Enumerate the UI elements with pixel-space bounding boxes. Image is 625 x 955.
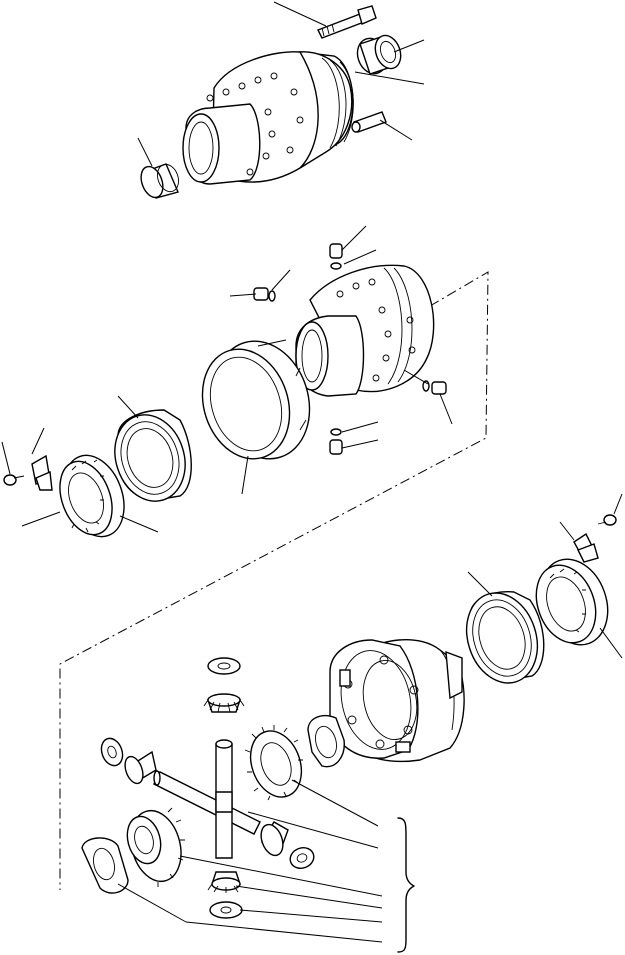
thrust-washer-left [100, 737, 124, 767]
bolt-part [317, 5, 377, 39]
spider-cross-part [153, 739, 261, 859]
adjusting-nut-right-part [535, 558, 609, 646]
differential-case-part [329, 639, 465, 763]
pinion-gear-left [124, 750, 157, 785]
thrust-washer-case-side [307, 714, 345, 768]
pinion-gear-bottom [207, 871, 241, 893]
lock-plate-part [31, 454, 53, 491]
grouping-bracket [397, 817, 415, 953]
grease-fitting-left [253, 287, 276, 302]
thrust-washer-top [207, 657, 241, 675]
side-gear-lower [126, 807, 185, 887]
lower-assembly [81, 493, 623, 953]
cap-screw-part [3, 474, 25, 486]
upper-assembly [137, 1, 425, 199]
side-gear-upper [244, 725, 303, 801]
housing-upper-part [182, 51, 354, 185]
adjusting-nut-part [59, 454, 125, 538]
seal-ring-large-part [201, 339, 311, 460]
tapered-bearing-part [114, 409, 192, 502]
thrust-washer-right-small [289, 847, 315, 869]
dowel-pin-part [351, 111, 387, 133]
pinion-gear-top [203, 693, 245, 713]
middle-assembly [1, 225, 489, 890]
grease-fitting-bottom [329, 428, 343, 455]
thrust-washer-bottom [209, 901, 243, 919]
lock-plate-right-part [573, 532, 599, 563]
bearing-cup-left-part [140, 163, 179, 199]
bearing-cup-right-part [356, 34, 402, 75]
cap-screw-right-part [597, 514, 617, 526]
carrier-housing-part [295, 264, 435, 397]
grease-fitting-top [329, 243, 343, 270]
tapered-bearing-right-part [465, 591, 545, 684]
thrust-washer-bottom-plate [81, 837, 129, 894]
pinion-gear-right [260, 821, 289, 857]
